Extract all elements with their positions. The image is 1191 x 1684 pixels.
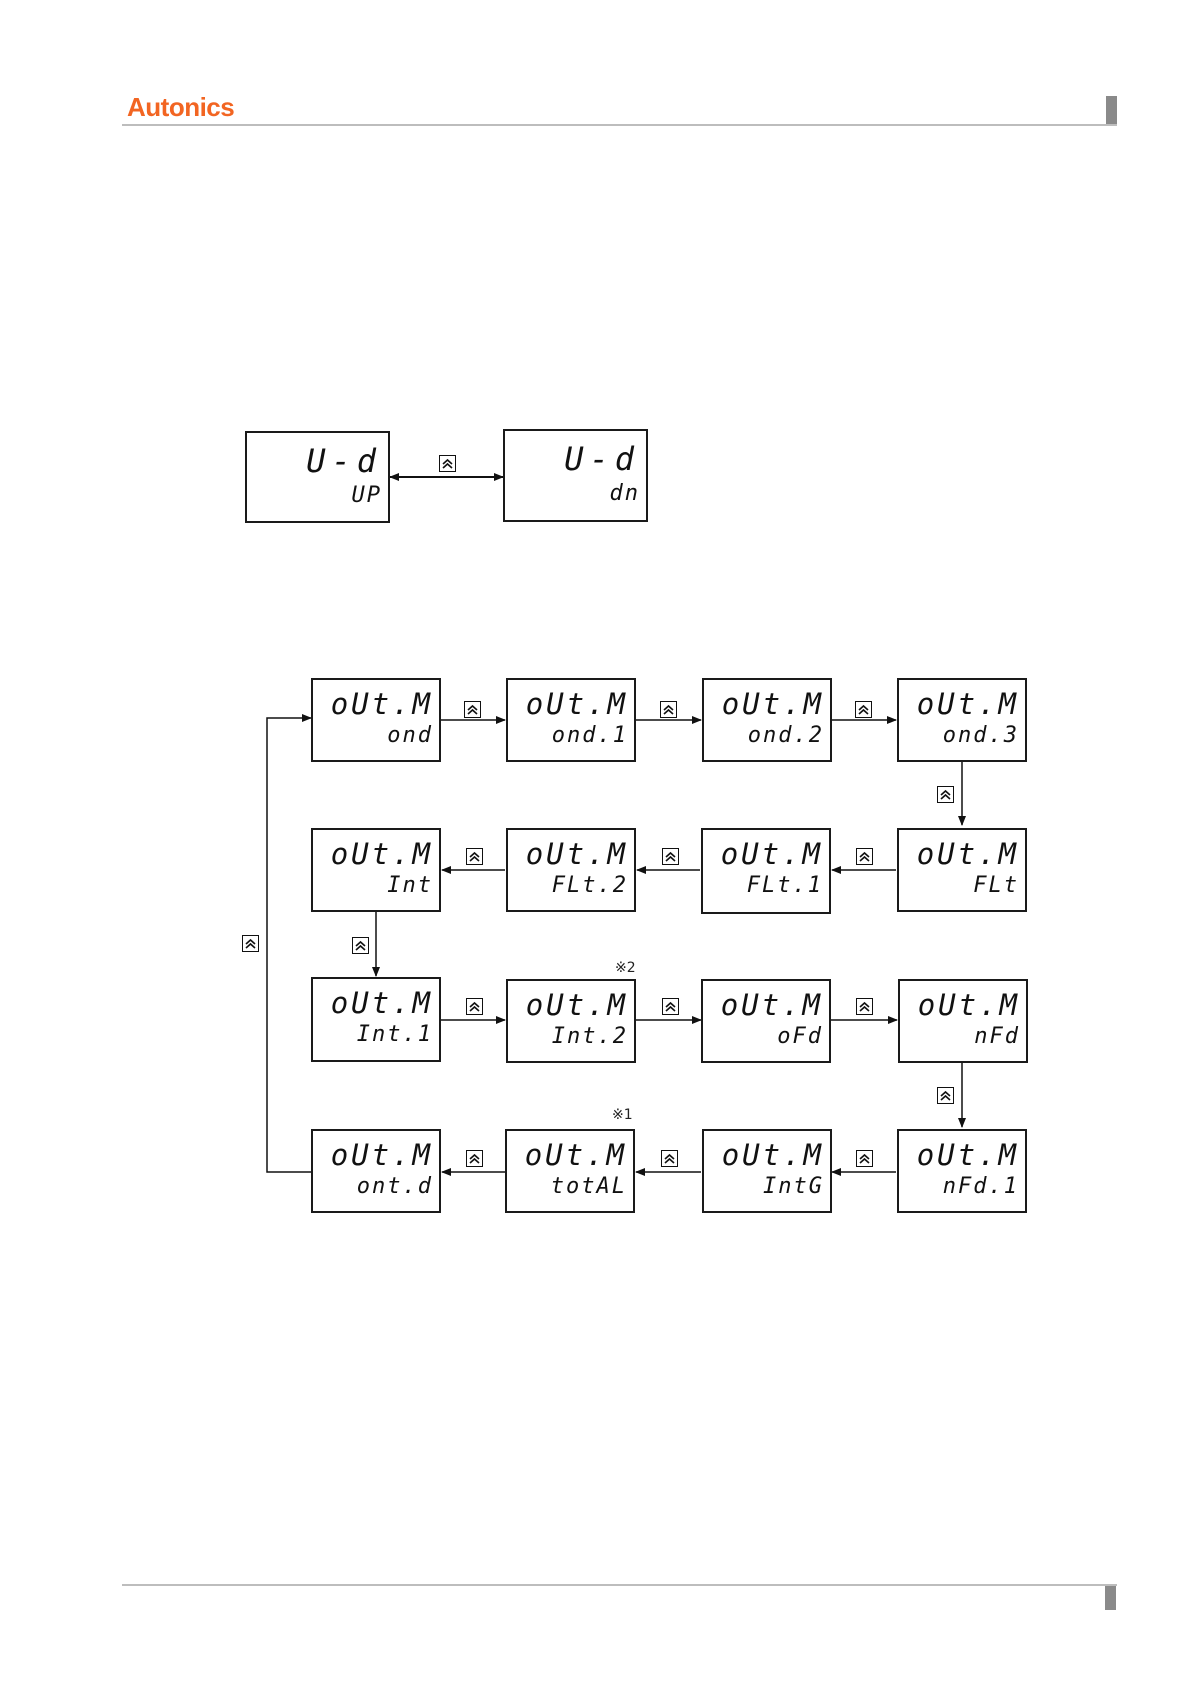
display-value: ond.1: [552, 725, 628, 747]
display-out-mode-flt2: oUt.M FLt.2: [506, 828, 636, 912]
display-value: dn: [610, 483, 641, 505]
display-param: oUt.M: [526, 991, 628, 1020]
note-marker-2: ※2: [615, 960, 636, 976]
display-value: FLt.1: [747, 875, 823, 897]
display-param: oUt.M: [917, 1141, 1019, 1170]
display-out-mode-ond1: oUt.M ond.1: [506, 678, 636, 762]
display-value: nFd.1: [943, 1176, 1019, 1198]
display-out-mode-total: oUt.M totAL: [505, 1129, 635, 1213]
up-key-icon: [464, 701, 481, 718]
display-param: oUt.M: [917, 840, 1019, 869]
up-key-icon: [661, 1150, 678, 1167]
display-out-mode-ond: oUt.M ond: [311, 678, 441, 762]
up-key-icon: [466, 1150, 483, 1167]
display-value: IntG: [763, 1176, 824, 1198]
up-key-icon: [662, 848, 679, 865]
up-key-icon: [660, 701, 677, 718]
display-param: oUt.M: [917, 690, 1019, 719]
up-key-icon: [352, 937, 369, 954]
display-param: oUt.M: [722, 690, 824, 719]
display-value: totAL: [551, 1176, 627, 1198]
display-param: U-d: [306, 445, 382, 477]
display-value: ond: [387, 725, 433, 747]
display-ud-up: U-d UP: [245, 431, 390, 523]
display-out-mode-ond3: oUt.M ond.3: [897, 678, 1027, 762]
display-param: oUt.M: [918, 991, 1020, 1020]
display-value: Int: [387, 875, 433, 897]
display-out-mode-int1: oUt.M Int.1: [311, 977, 441, 1062]
display-value: ond.3: [943, 725, 1019, 747]
display-out-mode-ontd: oUt.M ont.d: [311, 1129, 441, 1213]
display-value: oFd: [777, 1026, 823, 1048]
display-out-mode-ofd: oUt.M oFd: [701, 979, 831, 1063]
up-key-icon: [855, 701, 872, 718]
up-key-icon: [439, 455, 456, 472]
display-out-mode-nfd1: oUt.M nFd.1: [897, 1129, 1027, 1213]
display-param: oUt.M: [722, 1141, 824, 1170]
display-out-mode-ond2: oUt.M ond.2: [702, 678, 832, 762]
display-param: oUt.M: [331, 690, 433, 719]
display-value: ont.d: [357, 1176, 433, 1198]
up-key-icon: [937, 1087, 954, 1104]
up-key-icon: [466, 848, 483, 865]
display-param: oUt.M: [331, 840, 433, 869]
up-key-icon: [466, 998, 483, 1015]
display-ud-dn: U-d dn: [503, 429, 648, 522]
display-param: oUt.M: [331, 989, 433, 1018]
display-out-mode-int: oUt.M Int: [311, 828, 441, 912]
display-out-mode-flt1: oUt.M FLt.1: [701, 828, 831, 914]
up-key-icon: [662, 998, 679, 1015]
display-param: oUt.M: [526, 840, 628, 869]
display-value: FLt: [973, 875, 1019, 897]
display-value: UP: [352, 485, 383, 507]
display-param: oUt.M: [331, 1141, 433, 1170]
display-out-mode-flt: oUt.M FLt: [897, 828, 1027, 912]
display-value: Int.1: [357, 1024, 433, 1046]
up-key-icon: [856, 998, 873, 1015]
display-param: oUt.M: [526, 690, 628, 719]
display-value: Int.2: [552, 1026, 628, 1048]
display-value: FLt.2: [552, 875, 628, 897]
display-out-mode-int2: oUt.M Int.2: [506, 979, 636, 1063]
display-value: nFd: [974, 1026, 1020, 1048]
display-param: oUt.M: [525, 1141, 627, 1170]
display-param: U-d: [564, 443, 640, 475]
display-value: ond.2: [748, 725, 824, 747]
up-key-icon: [856, 848, 873, 865]
display-out-mode-nfd: oUt.M nFd: [898, 979, 1028, 1063]
up-key-icon: [856, 1150, 873, 1167]
up-key-icon: [937, 786, 954, 803]
up-key-icon: [242, 935, 259, 952]
display-out-mode-intg: oUt.M IntG: [702, 1129, 832, 1213]
display-param: oUt.M: [721, 991, 823, 1020]
display-param: oUt.M: [721, 840, 823, 869]
note-marker-1: ※1: [612, 1107, 633, 1123]
